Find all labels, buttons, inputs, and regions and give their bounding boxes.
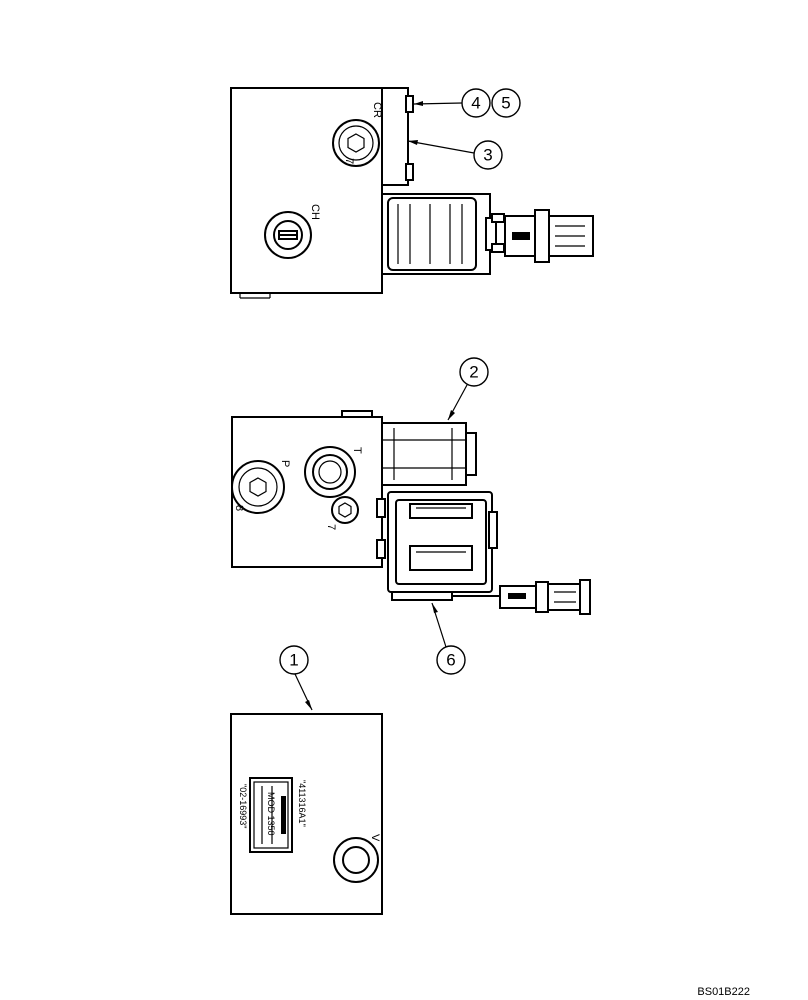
- valve-view-bottom: V "411316A1" MOD 1350 "02-16993": [230, 713, 383, 915]
- port-t: T: [304, 446, 363, 498]
- drawing-reference: BS01B222: [697, 986, 750, 998]
- connector-top: [504, 209, 594, 263]
- callout-number-5: 5: [501, 94, 510, 113]
- port-ch: CH: [264, 204, 321, 259]
- port-label-7a: 7: [343, 158, 355, 164]
- port-7-plug: 7: [325, 496, 359, 530]
- callout-1: 1: [279, 645, 309, 675]
- plate-code: MOD 1350: [266, 792, 276, 836]
- port-label-p: P: [279, 460, 291, 467]
- cartridge-valve: [381, 422, 477, 486]
- port-label-ch: CH: [309, 204, 321, 220]
- callout-number-6: 6: [446, 651, 455, 670]
- callout-4: 4: [461, 88, 491, 118]
- valve-view-middle: P 8 T 7: [231, 410, 591, 615]
- port-v: V: [333, 834, 381, 883]
- plate-serial: "02-16993": [238, 784, 248, 828]
- port-label-8: 8: [233, 505, 245, 511]
- callout-5: 5: [491, 88, 521, 118]
- valve-block-top: [230, 87, 383, 294]
- callout-number-2: 2: [469, 363, 478, 382]
- port-label-v: V: [369, 834, 381, 842]
- callout-number-4: 4: [471, 94, 480, 113]
- valve-view-top: CR 7 CH: [230, 87, 594, 299]
- port-label-t: T: [351, 447, 363, 454]
- solenoid-coil-middle: [387, 491, 500, 601]
- identification-plate: "411316A1" MOD 1350 "02-16993": [238, 777, 307, 853]
- port-p: P 8: [231, 460, 291, 514]
- callout-6: 6: [436, 645, 466, 675]
- plate-part-number: "411316A1": [297, 780, 307, 827]
- port-label-cr: CR: [371, 102, 383, 118]
- port-label-7b: 7: [325, 524, 337, 530]
- solenoid-coil-top: [381, 193, 505, 275]
- port-cr: CR 7: [332, 102, 383, 167]
- callout-3: 3: [473, 140, 503, 170]
- leader-lines: [294, 101, 475, 711]
- callout-number-1: 1: [289, 651, 298, 670]
- connector-middle: [499, 579, 591, 615]
- callout-number-3: 3: [483, 146, 492, 165]
- callout-2: 2: [459, 357, 489, 387]
